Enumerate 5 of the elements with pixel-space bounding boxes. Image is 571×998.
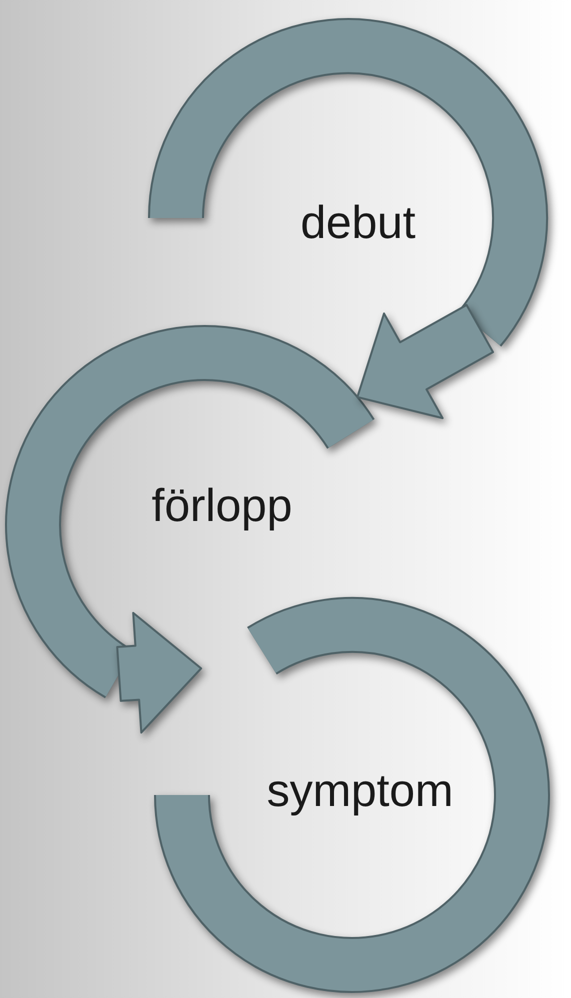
curved-arrow — [116, 612, 202, 734]
node-label: förlopp — [152, 482, 292, 528]
node-label: debut — [300, 199, 416, 245]
node-label: symptom — [266, 767, 454, 813]
curved-arrow — [356, 304, 494, 420]
